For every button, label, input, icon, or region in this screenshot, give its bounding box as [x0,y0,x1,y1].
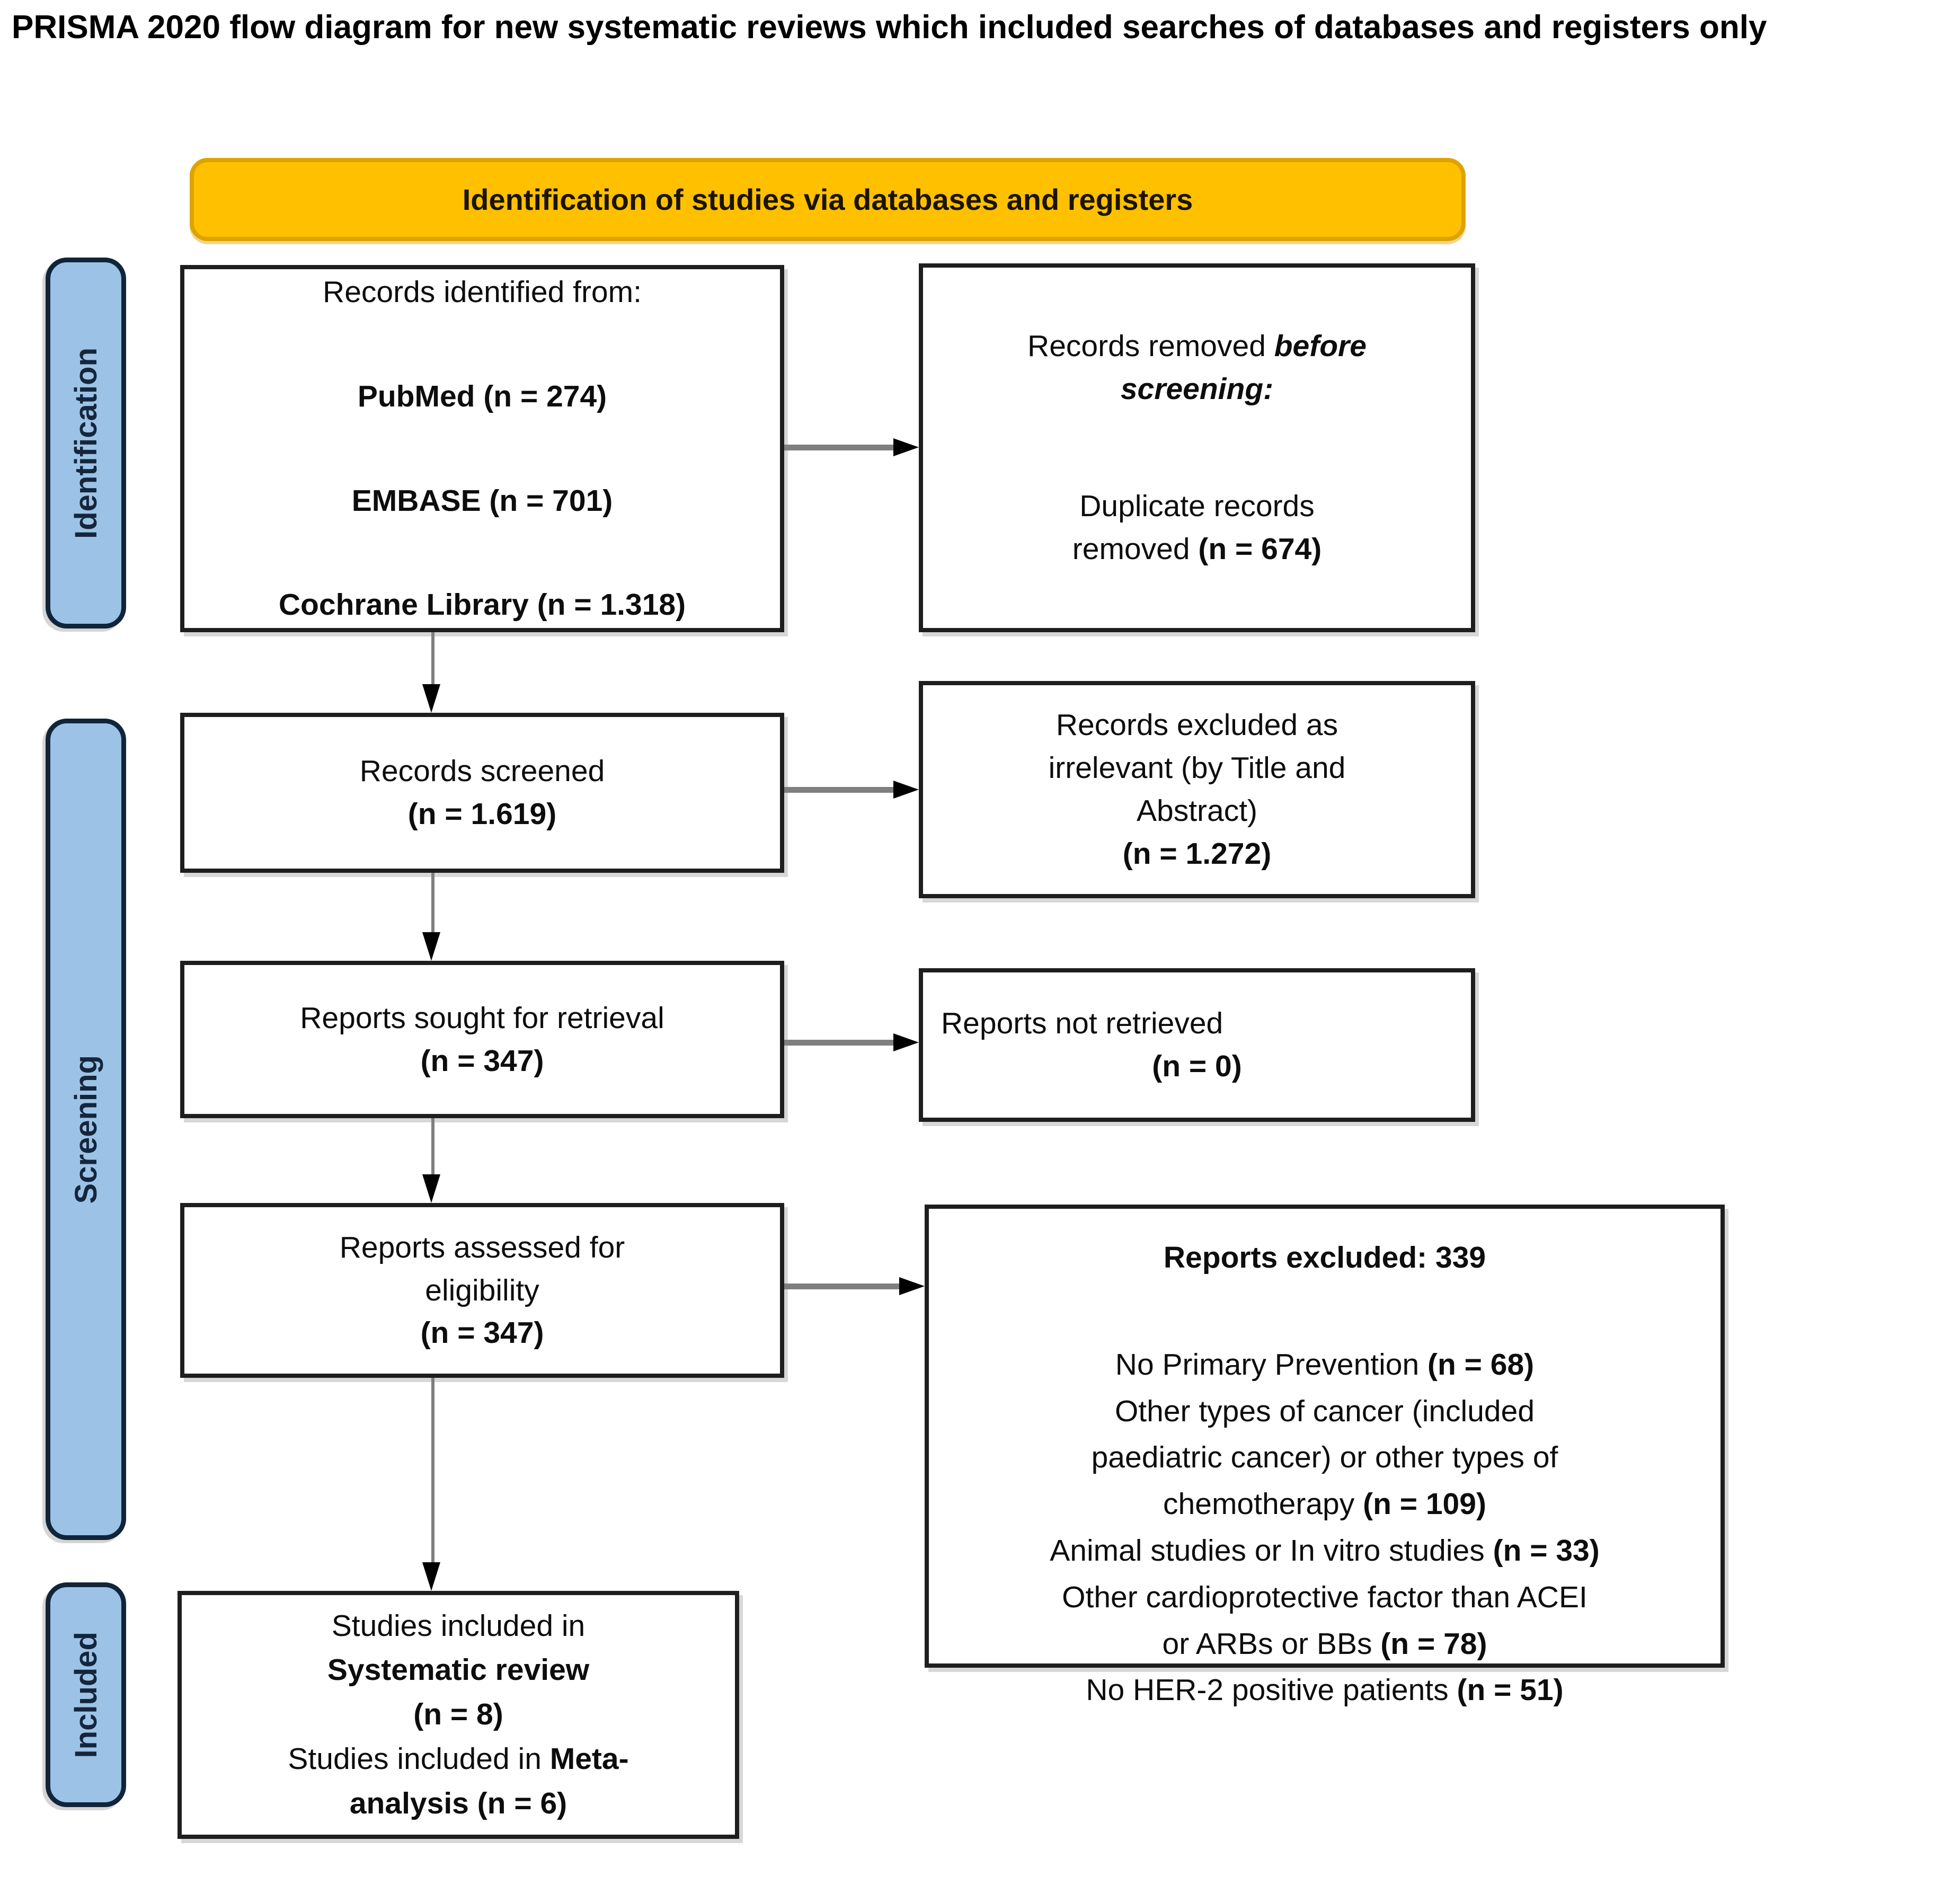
included-text: Studies included in [331,1608,586,1643]
removed-body-line1: Duplicate records [1079,489,1315,523]
reason-text: or ARBs or BBs [1162,1626,1381,1661]
included-bold: Meta- [549,1741,629,1776]
removed-body-line2-text: removed [1072,532,1199,566]
included-bold: (n = 8) [413,1697,503,1732]
reason-text: Other cardioprotective factor than ACEI [1062,1580,1587,1614]
removed-body: Duplicate records removed (n = 674) [1072,485,1322,571]
stage-label: Included [68,1631,103,1758]
reports-excluded-heading: Reports excluded: 339 [1163,1241,1486,1275]
removed-heading-text: Records removed [1027,329,1274,364]
assessed-line2: eligibility [425,1273,539,1307]
included-bold: analysis (n = 6) [349,1786,567,1820]
reason-text: Other types of cancer (included [1114,1394,1535,1428]
included-text: Studies included in [288,1741,550,1776]
excluded-irrelevant-line1: Records excluded as [1056,708,1338,742]
banner-identification-via-databases: Identification of studies via databases … [190,158,1466,241]
reason-count: (n = 78) [1380,1626,1487,1661]
stage-label: Identification [68,347,103,539]
reason-text: Animal studies or In vitro studies [1050,1534,1493,1568]
stage-bar-screening: Screening [46,719,126,1540]
reason-line: No HER-2 positive patients (n = 51) [1050,1667,1600,1714]
source-embase: EMBASE (n = 701) [351,483,613,518]
box-heading: Records identified from: [323,275,642,309]
reason-line: Animal studies or In vitro studies (n = … [1050,1528,1600,1574]
arrowhead-down-icon [422,1174,440,1203]
connector-sought-to-assessed [431,1118,434,1176]
connector-screened-to-excluded [784,787,894,793]
arrowhead-right-icon [893,1033,919,1051]
sought-count: (n = 347) [420,1043,544,1078]
box-reports-excluded: Reports excluded: 339 No Primary Prevent… [925,1205,1725,1707]
connector-sought-to-not-retrieved [784,1040,894,1046]
reason-line: No Primary Prevention (n = 68) [1050,1342,1600,1388]
included-line: (n = 8) [413,1693,503,1737]
included-line: Studies included in Meta- [288,1737,628,1782]
sought-label: Reports sought for retrieval [300,1001,664,1035]
screened-count: (n = 1.619) [407,797,557,831]
stage-bar-identification: Identification [46,258,126,629]
included-line: analysis (n = 6) [350,1782,567,1826]
reason-text: chemotherapy [1163,1487,1363,1521]
box-records-removed-before-screening: Records removed before screening: Duplic… [919,263,1475,632]
connector-identified-to-removed [784,445,894,450]
stage-label: Screening [68,1055,103,1204]
arrowhead-right-icon [893,438,919,456]
removed-body-line2: removed (n = 674) [1072,528,1322,571]
reason-text: No HER-2 positive patients [1086,1673,1457,1707]
included-bold: Systematic review [327,1653,590,1687]
reason-text: paediatric cancer) or other types of [1091,1440,1558,1475]
reason-line: Other types of cancer (included [1050,1388,1600,1435]
reason-line: chemotherapy (n = 109) [1050,1481,1600,1528]
box-studies-included: Studies included in Systematic review (n… [178,1591,739,1839]
stage-bar-included: Included [46,1582,126,1807]
removed-count: (n = 674) [1198,532,1322,566]
included-line: Systematic review [327,1648,589,1693]
arrowhead-down-icon [422,932,440,961]
arrowhead-down-icon [422,684,440,713]
arrowhead-right-icon [899,1277,925,1295]
not-retrieved-label: Reports not retrieved [941,1006,1223,1041]
banner-label: Identification of studies via databases … [462,183,1193,216]
arrowhead-down-icon [422,1562,440,1591]
reports-excluded-reasons: No Primary Prevention (n = 68) Other typ… [1050,1342,1600,1714]
connector-assessed-to-included [431,1378,434,1564]
reason-line: Other cardioprotective factor than ACEI [1050,1574,1600,1621]
box-records-identified: Records identified from: PubMed (n = 274… [180,265,784,632]
reason-count: (n = 33) [1493,1534,1600,1568]
reason-line: or ARBs or BBs (n = 78) [1050,1621,1600,1668]
reason-text: No Primary Prevention [1115,1347,1428,1382]
assessed-count: (n = 347) [420,1316,544,1350]
box-records-screened: Records screened (n = 1.619) [180,713,784,873]
reason-count: (n = 68) [1427,1347,1535,1382]
arrowhead-right-icon [893,781,919,799]
box-reports-sought: Reports sought for retrieval (n = 347) [180,961,784,1118]
source-pubmed: PubMed (n = 274) [357,379,607,413]
reason-line: paediatric cancer) or other types of [1050,1435,1600,1481]
included-line: Studies included in [332,1604,586,1649]
connector-identified-to-screened [431,632,434,688]
not-retrieved-count: (n = 0) [1152,1049,1242,1083]
connector-screened-to-sought [431,873,434,935]
box-reports-assessed: Reports assessed for eligibility (n = 34… [180,1203,784,1378]
excluded-irrelevant-line3: Abstract) [1136,794,1258,828]
reason-count: (n = 51) [1457,1673,1564,1707]
box-reports-not-retrieved: Reports not retrieved (n = 0) [919,968,1475,1122]
excluded-irrelevant-count: (n = 1.272) [1122,836,1272,871]
connector-assessed-to-reports-excluded [784,1284,900,1289]
removed-heading-colon: : [1263,372,1274,406]
removed-heading: Records removed before screening: [955,325,1439,411]
box-records-excluded-irrelevant: Records excluded as irrelevant (by Title… [919,681,1475,898]
excluded-irrelevant-line2: irrelevant (by Title and [1048,751,1346,785]
removed-heading-emphasis: before screening [1120,329,1367,406]
screened-label: Records screened [359,754,605,789]
assessed-line1: Reports assessed for [339,1230,625,1264]
source-cochrane: Cochrane Library (n = 1.318) [278,588,686,622]
reason-count: (n = 109) [1363,1487,1486,1521]
page-title: PRISMA 2020 flow diagram for new systema… [12,9,1767,46]
